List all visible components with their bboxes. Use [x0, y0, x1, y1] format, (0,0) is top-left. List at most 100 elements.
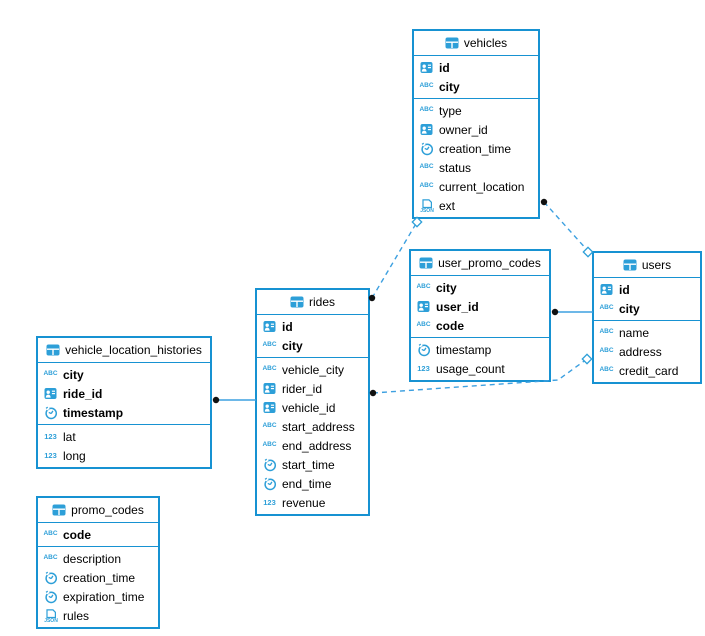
- field-row[interactable]: ABC vehicle_city: [257, 360, 368, 379]
- field-row[interactable]: user_id: [411, 297, 549, 316]
- number-type-icon: 123: [417, 363, 430, 373]
- id-type-icon: [261, 320, 278, 333]
- field-name: code: [63, 527, 92, 542]
- field-row[interactable]: creation_time: [414, 139, 538, 158]
- field-row[interactable]: creation_time: [38, 568, 158, 587]
- table-header[interactable]: user_promo_codes: [411, 251, 549, 275]
- field-row[interactable]: timestamp: [38, 403, 210, 422]
- field-row[interactable]: JSON ext: [414, 196, 538, 215]
- field-row[interactable]: id: [414, 58, 538, 77]
- field-name: type: [439, 103, 462, 118]
- field-name: ext: [439, 198, 456, 213]
- text-type-icon: ABC: [43, 530, 58, 538]
- field-name: city: [619, 301, 640, 316]
- relationship-user_promo_codes-to-users: [551, 308, 593, 316]
- json-type-icon: JSON: [418, 198, 435, 213]
- table-header[interactable]: vehicles: [414, 31, 538, 55]
- table-header[interactable]: rides: [257, 290, 368, 314]
- relationship-line[interactable]: [371, 221, 418, 299]
- text-type-icon: ABC: [599, 347, 614, 355]
- text-type-icon: ABC: [262, 422, 277, 430]
- primary-key-section: ABC code: [38, 522, 158, 546]
- field-row[interactable]: ride_id: [38, 384, 210, 403]
- table-grid-icon: [46, 344, 60, 356]
- field-name: expiration_time: [63, 589, 145, 604]
- table-header[interactable]: vehicle_location_histories: [38, 338, 210, 362]
- field-row[interactable]: timestamp: [411, 340, 549, 359]
- id-type-icon: [418, 61, 435, 74]
- field-name: vehicle_city: [282, 362, 345, 377]
- field-row[interactable]: vehicle_id: [257, 398, 368, 417]
- field-name: user_id: [436, 299, 479, 314]
- text-type-icon: ABC: [419, 163, 434, 171]
- field-row[interactable]: ABC code: [38, 525, 158, 544]
- text-type-icon: ABC: [262, 441, 277, 449]
- field-name: creation_time: [439, 141, 512, 156]
- field-row[interactable]: end_time: [257, 474, 368, 493]
- field-name: ride_id: [63, 386, 103, 401]
- relationship-vehicles-to-users: [540, 198, 594, 258]
- table-grid-icon: [623, 259, 637, 271]
- primary-key-section: ABC city ride_id timestamp: [38, 362, 210, 424]
- field-row[interactable]: id: [594, 280, 700, 299]
- timestamp-type-icon: [415, 343, 432, 357]
- text-type-icon: ABC: [43, 370, 58, 378]
- table-header[interactable]: promo_codes: [38, 498, 158, 522]
- table-header[interactable]: users: [594, 253, 700, 277]
- relationship-line[interactable]: [543, 201, 589, 252]
- table-grid-icon: [445, 37, 459, 49]
- field-row[interactable]: ABC end_address: [257, 436, 368, 455]
- timestamp-type-icon: [418, 142, 435, 156]
- table-name: rides: [308, 295, 335, 309]
- relationship-line[interactable]: [372, 358, 588, 394]
- id-type-icon: [42, 387, 59, 400]
- field-row[interactable]: rider_id: [257, 379, 368, 398]
- text-type-icon: ABC: [416, 283, 431, 291]
- field-row[interactable]: start_time: [257, 455, 368, 474]
- field-row[interactable]: owner_id: [414, 120, 538, 139]
- text-type-icon: ABC: [419, 182, 434, 190]
- field-name: credit_card: [619, 363, 679, 378]
- field-name: city: [63, 367, 84, 382]
- field-name: id: [282, 319, 293, 334]
- text-type-icon: ABC: [262, 341, 277, 349]
- text-type-icon: ABC: [262, 365, 277, 373]
- table-name: promo_codes: [71, 503, 144, 517]
- field-row[interactable]: expiration_time: [38, 587, 158, 606]
- field-row[interactable]: ABC city: [38, 365, 210, 384]
- field-name: end_address: [282, 438, 352, 453]
- number-type-icon: 123: [263, 497, 276, 507]
- id-type-icon: [418, 123, 435, 136]
- field-row[interactable]: id: [257, 317, 368, 336]
- table-grid-icon: [419, 257, 433, 269]
